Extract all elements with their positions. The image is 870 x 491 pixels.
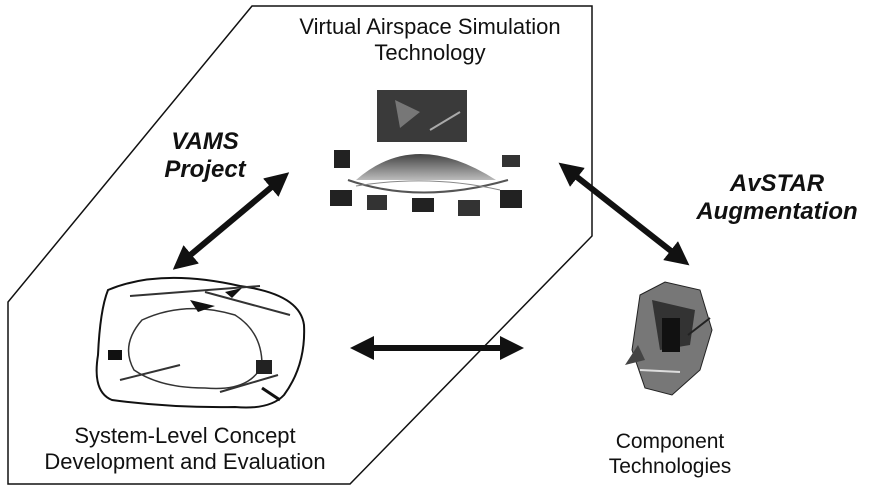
vams-region-outline	[7, 5, 593, 485]
virtual-airspace-illustration	[330, 90, 522, 216]
left-node-label: System-Level Concept Development and Eva…	[44, 423, 326, 474]
avstar-augmentation-label: AvSTAR Augmentation	[696, 170, 858, 226]
vams-project-label: VAMS Project	[164, 128, 246, 184]
component-technologies-illustration	[625, 281, 713, 396]
concept-map-illustration	[95, 276, 306, 409]
right-node-label: Component Technologies	[608, 430, 732, 478]
vams-project-arrow	[172, 172, 290, 270]
avstar-augmentation-arrow	[558, 162, 690, 266]
top-node-label: Virtual Airspace Simulation Technology	[299, 14, 561, 65]
